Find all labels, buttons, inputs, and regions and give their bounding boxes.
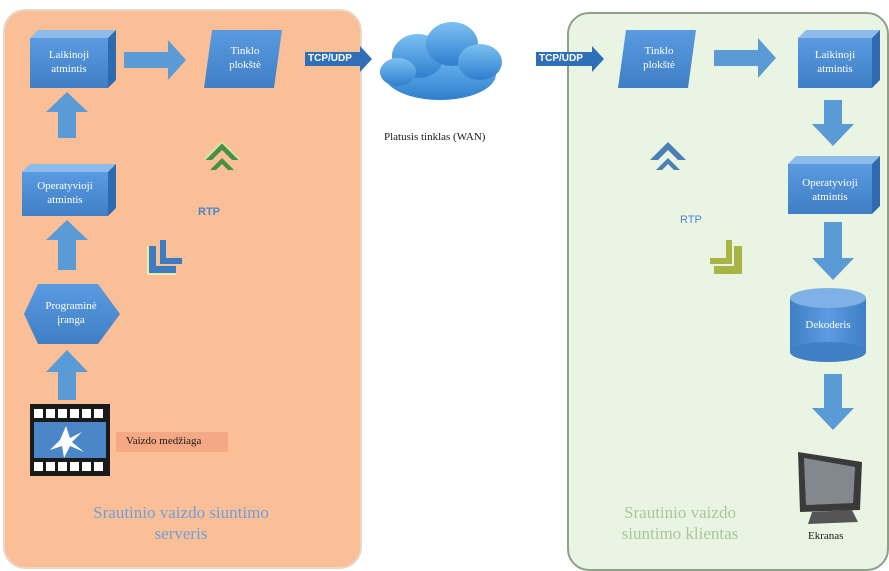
arrow-decoder-to-screen: [812, 374, 854, 430]
client-cache-label-line1: Laikinoji: [814, 49, 856, 61]
server-nic-label-line1: Tinklo: [230, 45, 260, 57]
server-cache-label: Laikinoji atmintis: [30, 48, 108, 76]
server-ram-box: [22, 164, 116, 216]
server-software-hexagon: [24, 284, 120, 344]
arrow-client-ram-to-decoder: [812, 222, 854, 280]
server-ram-label-line2: atmintis: [47, 194, 83, 206]
client-cache-box: [798, 30, 880, 88]
client-ram-label-line2: atmintis: [812, 191, 848, 203]
server-nic-label-line2: plokštė: [229, 59, 261, 71]
arrow-client-cache-to-ram: [812, 100, 854, 146]
client-ram-box: [788, 156, 880, 214]
cloud-icon: [380, 22, 502, 100]
server-ram-label-line1: Operatyvioji: [37, 180, 93, 192]
arrow-ram-to-cache: [46, 92, 88, 138]
server-cache-box: [30, 30, 116, 88]
client-nic-label-line1: Tinklo: [644, 45, 674, 57]
server-cache-label-line2: atmintis: [51, 63, 87, 75]
server-title-line1: Srautinio vaizdo siuntimo: [93, 503, 269, 522]
tcp-right-label: TCP/UDP: [539, 53, 583, 64]
tcp-right-arrow: [536, 46, 604, 72]
server-nic-shape: [204, 30, 282, 88]
video-label: Vaizdo medžiaga: [126, 435, 202, 447]
client-rtp-up-chevron: [650, 142, 686, 170]
video-label-bg: [116, 432, 228, 452]
monitor-icon: [798, 452, 862, 524]
server-software-label-line2: įranga: [57, 314, 85, 326]
arrow-video-to-software: [46, 350, 88, 400]
server-title: Srautinio vaizdo siuntimo serveris: [40, 502, 322, 544]
decoder-label: Dekoderis: [805, 319, 851, 331]
server-nic-label: Tinklo plokštė: [214, 44, 276, 72]
client-nic-shape: [618, 30, 696, 88]
wan-label: Platusis tinklas (WAN): [384, 131, 486, 143]
client-ram-label-line1: Operatyvioji: [802, 177, 858, 189]
client-rtp-label: RTP: [680, 214, 702, 226]
server-title-line2: serveris: [154, 524, 208, 543]
client-ram-label: Operatyvioji atmintis: [788, 176, 872, 204]
client-cache-label-line2: atmintis: [817, 63, 853, 75]
arrow-cache-to-nic: [124, 40, 186, 80]
client-rtp-down-chevron: [710, 240, 742, 274]
server-ram-label: Operatyvioji atmintis: [22, 179, 108, 207]
arrow-client-nic-to-cache: [714, 38, 776, 78]
client-title-line2: siuntimo klientas: [621, 524, 739, 543]
server-rtp-label: RTP: [198, 206, 220, 218]
client-title-line1: Srautinio vaizdo: [624, 503, 736, 522]
client-nic-label-line2: plokštė: [643, 59, 675, 71]
tcp-left-label: TCP/UDP: [308, 53, 352, 64]
screen-label: Ekranas: [808, 530, 844, 542]
decoder-cylinder: [790, 288, 866, 362]
tcp-left-arrow: [305, 46, 372, 72]
arrow-software-to-ram: [46, 220, 88, 270]
film-icon: [30, 404, 110, 476]
server-software-label: Programinė įranga: [28, 299, 114, 327]
client-nic-label: Tinklo plokštė: [628, 44, 690, 72]
server-rtp-up-chevron: [204, 142, 240, 170]
server-software-label-line1: Programinė: [45, 300, 97, 312]
server-cache-label-line1: Laikinoji: [48, 49, 90, 61]
server-rtp-down-chevron: [148, 240, 182, 274]
client-title: Srautinio vaizdo siuntimo klientas: [580, 502, 780, 544]
client-cache-label: Laikinoji atmintis: [798, 48, 872, 76]
